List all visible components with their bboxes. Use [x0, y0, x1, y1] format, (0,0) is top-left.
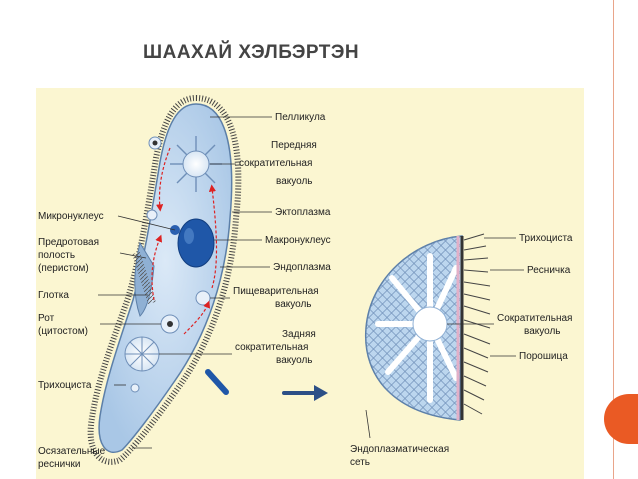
label-mouth-2: (цитостом): [38, 326, 88, 337]
slide-frame-line: [613, 0, 614, 479]
paramecium-diagram: Микронуклеус Предротовая полость (перист…: [38, 94, 573, 470]
label-rear-vac-3: вакуоль: [276, 355, 313, 366]
label-endoplasm: Эндоплазма: [273, 262, 331, 273]
label-r-contractile-1: Сократительная: [497, 313, 572, 324]
peristome-cilia: [132, 251, 156, 305]
label-front-vac-2: сократительная: [239, 158, 312, 169]
right-labels: Трихоциста Ресничка Сократительная вакуо…: [350, 233, 573, 468]
label-front-vac-3: вакуоль: [276, 176, 313, 187]
label-mouth-1: Рот: [38, 313, 55, 324]
label-micronucleus: Микронуклеус: [38, 211, 104, 222]
zoomed-contractile-vacuole: [375, 253, 459, 403]
label-pellicle: Пелликула: [275, 112, 326, 123]
label-trichocyst: Трихоциста: [38, 380, 92, 391]
label-r-trichocyst: Трихоциста: [519, 233, 573, 244]
label-tactile-2: реснички: [38, 459, 80, 470]
label-r-contractile-2: вакуоль: [524, 326, 561, 337]
label-pharynx: Глотка: [38, 290, 69, 301]
rear-contractile-vacuole: [124, 336, 160, 372]
leader-lines: [98, 116, 524, 449]
macronucleus: [177, 218, 215, 268]
label-ectoplasm: Эктоплазма: [275, 207, 331, 218]
label-rear-vac-2: сократительная: [235, 342, 308, 353]
magnifier-icon: [205, 369, 229, 395]
label-r-pore: Порошица: [519, 351, 568, 362]
middle-labels: Пелликула Передняя сократительная вакуол…: [233, 112, 331, 366]
label-peristome-2: полость: [38, 250, 75, 261]
zoom-arrow-icon: [282, 385, 328, 401]
cyclosis-arrows: [151, 147, 218, 335]
slide-title: ШААХАЙ ХЭЛБЭРТЭН: [143, 42, 360, 63]
label-digestive-1: Пищеварительная: [233, 286, 319, 297]
cell-body: [98, 103, 233, 453]
label-macronucleus: Макронуклеус: [265, 235, 331, 246]
label-r-er-2: сеть: [350, 457, 370, 468]
label-r-er-1: Эндоплазматическая: [350, 444, 449, 455]
paramecium-cell: [87, 94, 242, 465]
label-front-vac-1: Передняя: [271, 140, 317, 151]
label-tactile-1: Осязательные: [38, 446, 106, 457]
label-peristome-3: (перистом): [38, 263, 89, 274]
label-peristome-1: Предротовая: [38, 237, 99, 248]
label-rear-vac-1: Задняя: [282, 329, 316, 340]
left-labels: Микронуклеус Предротовая полость (перист…: [38, 211, 106, 470]
label-digestive-2: вакуоль: [275, 299, 312, 310]
zoomed-section: [364, 233, 491, 421]
slide-accent-tab: [604, 394, 638, 444]
label-r-cilium: Ресничка: [527, 265, 571, 276]
